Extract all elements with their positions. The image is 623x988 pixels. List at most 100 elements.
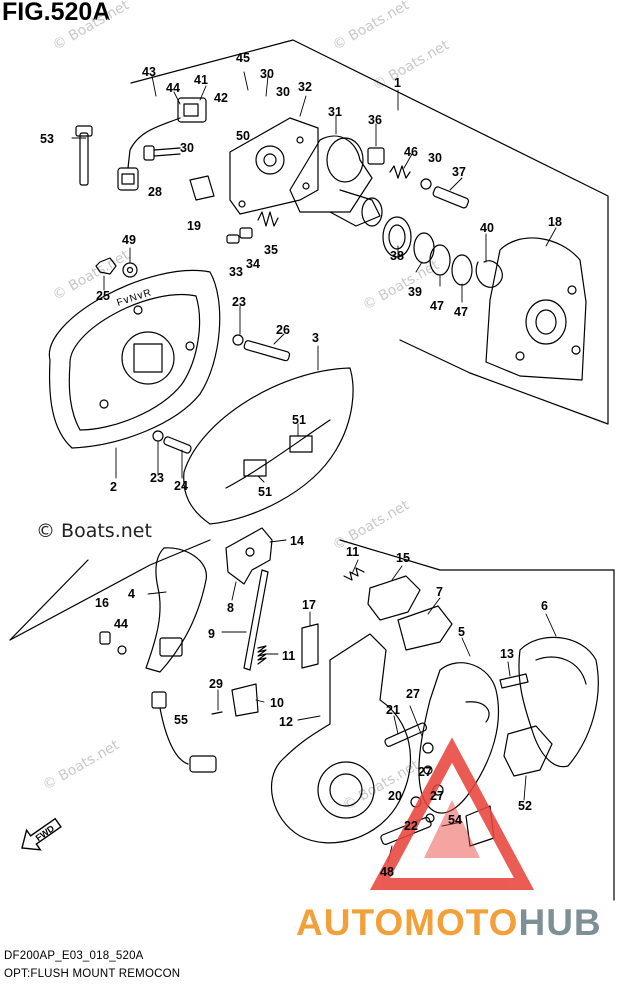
callout-48: 48 — [380, 865, 394, 879]
callout-14: 14 — [290, 534, 304, 548]
screw-26 — [243, 340, 291, 362]
callout-51b: 51 — [258, 485, 272, 499]
washer-23b — [152, 430, 164, 442]
connector-harness-part — [151, 691, 217, 773]
screw-21 — [384, 722, 428, 747]
callout-35: 35 — [264, 243, 278, 257]
spring-35 — [257, 211, 279, 227]
lever-arm-part — [145, 547, 207, 673]
bezel-part — [48, 269, 221, 449]
bracket-plate-part — [229, 117, 319, 215]
callout-23b: 23 — [150, 471, 164, 485]
callout-43: 43 — [142, 65, 156, 79]
callout-5: 5 — [458, 625, 465, 639]
callout-38: 38 — [390, 249, 404, 263]
callout-27c: 27 — [430, 789, 444, 803]
callout-12: 12 — [279, 715, 293, 729]
washer-49 — [122, 262, 138, 278]
callout-27b: 27 — [418, 765, 432, 779]
assembly-frame-lower — [9, 539, 211, 641]
callout-31: 31 — [328, 105, 342, 119]
callout-42: 42 — [214, 91, 228, 105]
side-cover-part — [518, 636, 599, 768]
cover-plate-part — [183, 367, 354, 525]
callout-47a: 47 — [430, 299, 444, 313]
shaft-assembly-part — [289, 135, 383, 227]
pin-33 — [226, 234, 240, 244]
callout-25: 25 — [96, 289, 110, 303]
assembly-frame-upper — [130, 39, 609, 425]
bracket-part — [225, 527, 273, 585]
washer-39 — [413, 232, 435, 264]
callout-8: 8 — [227, 601, 234, 615]
callout-30b: 30 — [276, 85, 290, 99]
figure-title: FIG.520A — [2, 0, 111, 26]
bolt-37 — [432, 186, 470, 209]
bracket-10 — [231, 683, 259, 717]
watermark-large: © Boats.net — [36, 520, 152, 542]
callout-44b: 44 — [114, 617, 128, 631]
callout-11a: 11 — [346, 545, 359, 559]
rod-9 — [243, 569, 269, 671]
callout-22: 22 — [404, 819, 418, 833]
callout-30c: 30 — [180, 141, 194, 155]
seal-38 — [382, 216, 412, 258]
plate-15 — [367, 575, 421, 621]
washer-27a — [422, 742, 434, 754]
switch-52 — [503, 725, 553, 777]
callout-16: 16 — [95, 596, 109, 610]
pad-7 — [397, 605, 453, 651]
brand-part1: AUTOMOTO — [296, 902, 519, 943]
washer-23a — [232, 334, 244, 346]
callout-20: 20 — [388, 789, 402, 803]
callout-32: 32 — [298, 80, 312, 94]
callout-34: 34 — [246, 257, 260, 271]
figure-caption: OPT:FLUSH MOUNT REMOCON — [4, 968, 181, 980]
callout-53: 53 — [40, 132, 54, 146]
callout-4: 4 — [128, 587, 135, 601]
callout-19: 19 — [187, 219, 201, 233]
circlip-40 — [475, 260, 503, 288]
callout-15: 15 — [396, 551, 410, 565]
callout-41: 41 — [194, 73, 208, 87]
callout-23a: 23 — [232, 295, 246, 309]
washer-47b — [451, 254, 473, 286]
callout-55: 55 — [174, 713, 188, 727]
insert-17 — [301, 623, 319, 669]
callout-33: 33 — [229, 265, 243, 279]
callout-44a: 44 — [166, 81, 180, 95]
washer-22 — [425, 813, 435, 823]
brand-wordmark: AUTOMOTOHUB — [296, 902, 602, 944]
callout-39: 39 — [408, 285, 422, 299]
callout-45: 45 — [236, 51, 250, 65]
callout-17: 17 — [302, 598, 316, 612]
callout-13: 13 — [500, 647, 514, 661]
lever-housing-part — [270, 633, 411, 844]
callout-40: 40 — [480, 221, 494, 235]
spring-11b — [257, 645, 267, 665]
callout-24: 24 — [174, 479, 188, 493]
washer-30 — [420, 178, 432, 190]
bolt-28-part — [143, 145, 181, 161]
callout-47b: 47 — [454, 305, 468, 319]
callout-30d: 30 — [428, 151, 442, 165]
clip-36 — [367, 147, 385, 165]
callout-51a: 51 — [292, 413, 306, 427]
washer-44b — [117, 645, 127, 655]
housing-part — [485, 237, 587, 381]
callout-29: 29 — [209, 677, 223, 691]
brand-part2: HUB — [518, 902, 602, 943]
callout-6: 6 — [541, 599, 548, 613]
washer-27b — [423, 765, 433, 775]
callout-21: 21 — [386, 703, 400, 717]
callout-26: 26 — [276, 323, 290, 337]
callout-37: 37 — [452, 165, 466, 179]
washer-47a — [429, 244, 451, 276]
spring-11a — [343, 567, 365, 581]
pin-29 — [211, 711, 223, 715]
callout-7: 7 — [436, 585, 443, 599]
forward-arrow: FWD — [21, 817, 62, 851]
callout-52: 52 — [518, 799, 532, 813]
